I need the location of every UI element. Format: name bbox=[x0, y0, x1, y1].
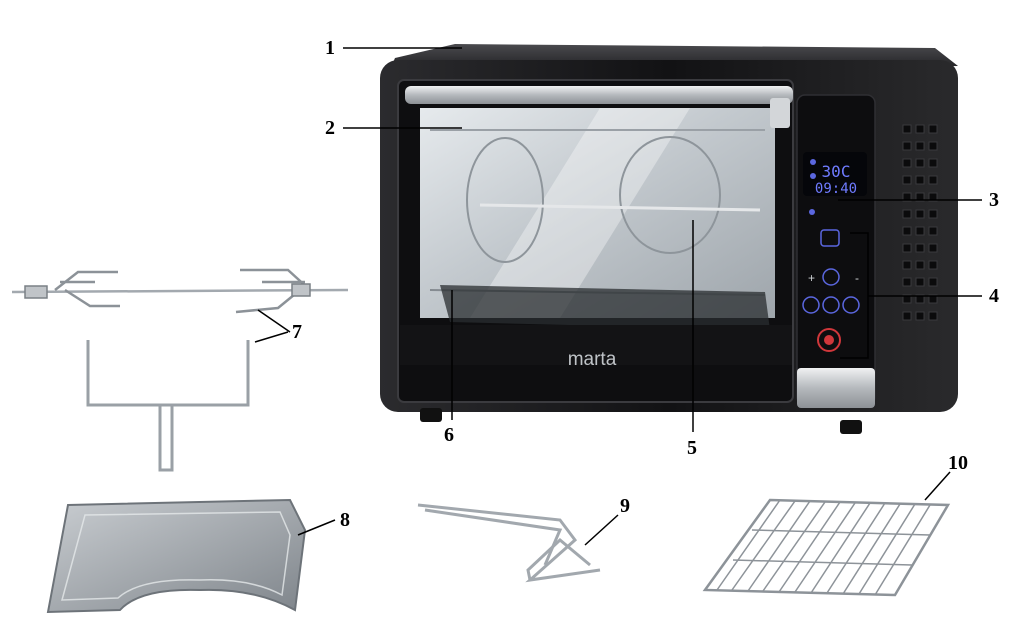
rotisserie-fork-holder bbox=[86, 340, 250, 472]
interior-basket-right bbox=[619, 136, 721, 254]
oven-foot-right bbox=[840, 420, 862, 434]
tray-handle bbox=[417, 503, 601, 583]
display-time: 09:40 bbox=[815, 181, 857, 197]
interior-basket-left bbox=[466, 137, 544, 263]
indicator-light-2 bbox=[810, 173, 816, 179]
oven-foot-left bbox=[420, 408, 442, 422]
rotisserie-button[interactable] bbox=[802, 296, 820, 314]
callout-9: 9 bbox=[620, 495, 630, 517]
interior-tray bbox=[440, 285, 770, 330]
callout-3: 3 bbox=[989, 189, 999, 211]
door-handle bbox=[405, 86, 793, 104]
brand-logo: marta bbox=[568, 349, 617, 370]
indicator-light-3 bbox=[809, 209, 815, 215]
menu-button[interactable] bbox=[820, 229, 840, 247]
side-vents bbox=[902, 124, 938, 321]
display-temperature: 30C bbox=[822, 162, 851, 181]
wire-rack bbox=[702, 498, 951, 597]
leader-lines bbox=[254, 47, 982, 546]
lcd-display bbox=[803, 152, 867, 196]
leader-10 bbox=[924, 471, 951, 501]
callout-7: 7 bbox=[292, 321, 302, 343]
panel-steel-plate bbox=[797, 368, 875, 408]
callout-8: 8 bbox=[340, 509, 350, 531]
leader-4 bbox=[840, 232, 982, 359]
power-button[interactable] bbox=[817, 328, 841, 352]
door-glass bbox=[420, 108, 775, 318]
minus-icon[interactable]: - bbox=[855, 271, 859, 285]
light-button[interactable] bbox=[842, 296, 860, 314]
baking-tray bbox=[46, 498, 307, 614]
oven: marta 30C 09:40 + - bbox=[380, 44, 958, 434]
callout-6: 6 bbox=[444, 424, 454, 446]
door-bottom-strip bbox=[400, 325, 792, 365]
callout-4: 4 bbox=[989, 285, 999, 307]
interior-spit bbox=[479, 203, 761, 212]
leader-7 bbox=[254, 309, 291, 343]
callout-5: 5 bbox=[687, 437, 697, 459]
callout-2: 2 bbox=[325, 117, 335, 139]
door-handle-end bbox=[770, 98, 790, 128]
callout-10: 10 bbox=[948, 452, 968, 474]
leader-8 bbox=[297, 519, 336, 536]
plus-icon[interactable]: + bbox=[808, 271, 815, 285]
callout-1: 1 bbox=[325, 37, 335, 59]
power-button-core bbox=[824, 335, 834, 345]
leader-9 bbox=[584, 514, 619, 546]
glass-reflection bbox=[470, 108, 690, 318]
timer-button[interactable] bbox=[822, 268, 840, 286]
indicator-light-1 bbox=[810, 159, 816, 165]
fan-button[interactable] bbox=[822, 296, 840, 314]
rotisserie-spit-assembly bbox=[11, 268, 349, 314]
